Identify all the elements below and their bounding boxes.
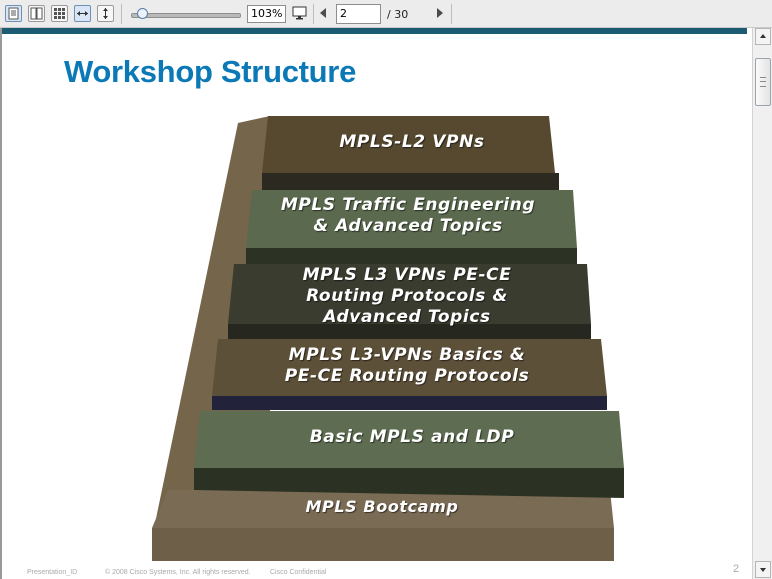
two-page-view-button[interactable] <box>28 5 45 22</box>
scroll-up-button[interactable] <box>755 28 771 45</box>
block-l2-vpns <box>262 116 555 173</box>
block-traffic-engineering-front <box>246 248 577 264</box>
block-label-traffic-engineering: MPLS Traffic Engineering & Advanced Topi… <box>280 195 536 236</box>
block-label-l2-vpns: MPLS-L2 VPNs <box>339 132 485 152</box>
block-label-l3vpn-basics: MPLS L3-VPNs Basics & PE-CE Routing Prot… <box>284 345 530 386</box>
block-l3vpn-pece <box>228 264 591 324</box>
vertical-scrollbar[interactable] <box>752 28 772 579</box>
footer-confidential: Cisco Confidential <box>270 569 327 576</box>
toolbar-separator <box>313 4 314 24</box>
two-page-icon <box>30 7 43 20</box>
block-l3vpn-pece-front <box>228 324 591 339</box>
block-basic-mpls-ldp-front <box>194 468 624 498</box>
block-l3vpn-basics <box>212 339 607 396</box>
block-label-basic-mpls-ldp: Basic MPLS and LDP <box>309 427 515 447</box>
slide-page: Workshop Structure MPLS-L2 VPNs MPLS Tra… <box>2 28 747 579</box>
zoom-slider-track[interactable] <box>131 13 241 18</box>
monitor-icon <box>292 6 307 20</box>
block-traffic-engineering <box>246 190 577 248</box>
single-page-view-button[interactable] <box>5 5 22 22</box>
toolbar-separator <box>451 4 452 24</box>
block-label-mpls-bootcamp: MPLS Bootcamp <box>305 497 459 516</box>
page-number-input[interactable]: 2 <box>336 4 381 24</box>
zoom-slider-thumb[interactable] <box>136 8 148 19</box>
footer-page-number: 2 <box>733 563 740 575</box>
scrollbar-thumb[interactable] <box>755 58 771 106</box>
slide-top-bar <box>2 28 747 34</box>
block-l2-vpns-front <box>262 173 559 190</box>
fit-width-icon <box>77 11 88 16</box>
slide-title: Workshop Structure <box>64 54 357 89</box>
viewer-left-edge <box>0 28 2 579</box>
toolbar-separator <box>121 4 122 24</box>
scrollbar-grip-icon <box>760 77 766 87</box>
grid-icon <box>54 8 65 19</box>
fullscreen-button[interactable] <box>292 6 308 25</box>
fit-height-icon <box>103 8 108 19</box>
block-basic-mpls-ldp <box>194 411 624 468</box>
next-page-icon[interactable] <box>437 8 443 18</box>
block-mpls-bootcamp-front <box>152 528 614 561</box>
fit-height-button[interactable] <box>97 5 114 22</box>
block-label-l3vpn-pece: MPLS L3 VPNs PE-CE Routing Protocols & A… <box>302 265 512 327</box>
single-page-icon <box>8 7 19 20</box>
workshop-pyramid <box>152 116 624 561</box>
block-l3vpn-basics-front <box>212 396 607 410</box>
footer-copyright: © 2008 Cisco Systems, Inc. All rights re… <box>105 569 251 576</box>
page-total-label: / 30 <box>387 8 409 21</box>
scroll-down-button[interactable] <box>755 561 771 578</box>
thumbnail-grid-view-button[interactable] <box>51 5 68 22</box>
zoom-value-field[interactable]: 103% <box>247 5 286 23</box>
fit-width-button[interactable] <box>74 5 91 22</box>
previous-page-icon[interactable] <box>320 8 326 18</box>
footer-presentation-id: Presentation_ID <box>27 569 78 576</box>
viewer-toolbar: 103% 2 / 30 <box>0 0 772 28</box>
